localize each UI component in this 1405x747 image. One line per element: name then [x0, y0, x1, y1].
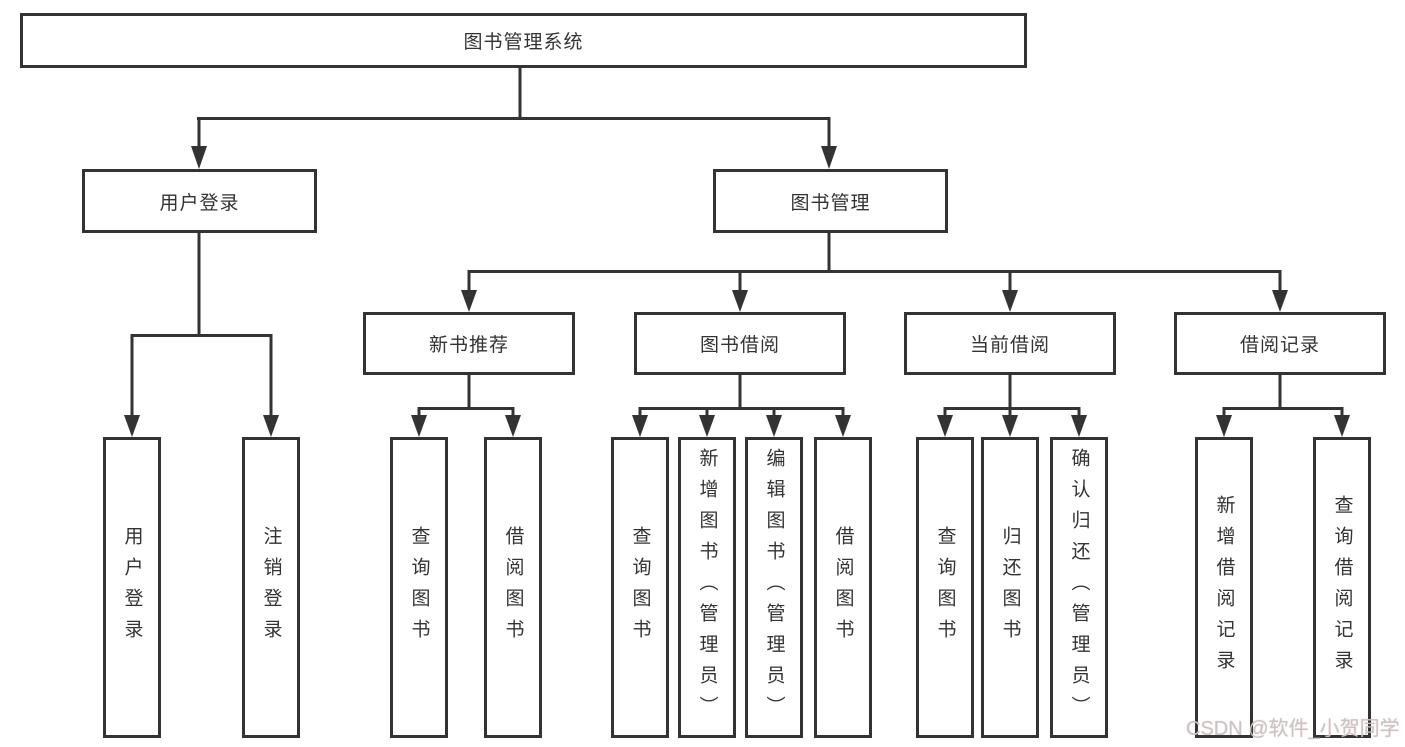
leaf-query-books-borrowing: 查询图书 [611, 437, 669, 738]
leaf-logout: 注销登录 [242, 437, 300, 738]
leaf-query-books-current: 查询图书 [916, 437, 974, 738]
node-root-label: 图书管理系统 [463, 32, 584, 53]
leaf-query-books-recommend: 查询图书 [390, 437, 448, 738]
leaf-user-login: 用户登录 [103, 437, 161, 738]
leaf-borrow-books-borrowing: 借阅图书 [814, 437, 872, 738]
csdn-watermark: CSDN @软件_小贺同学 [1186, 718, 1400, 740]
node-borrowing-records: 借阅记录 [1174, 312, 1386, 375]
leaf-add-books-admin: 新增图书（管理员） [678, 437, 736, 738]
leaf-borrow-books-recommend-label: 借阅图书 [502, 525, 524, 650]
node-book-borrowing: 图书借阅 [634, 312, 846, 375]
leaf-return-books: 归还图书 [981, 437, 1039, 738]
leaf-query-borrow-record-label: 查询借阅记录 [1331, 494, 1353, 681]
leaf-logout-label: 注销登录 [260, 525, 282, 650]
node-book-management-label: 图书管理 [790, 192, 871, 214]
leaf-add-borrow-record: 新增借阅记录 [1195, 437, 1253, 738]
node-new-book-recommend: 新书推荐 [363, 312, 575, 375]
leaf-edit-books-admin: 编辑图书（管理员） [745, 437, 803, 738]
node-book-borrowing-label: 图书借阅 [699, 335, 780, 356]
node-user-login-label: 用户登录 [159, 192, 240, 214]
leaf-confirm-return-admin: 确认归还（管理员） [1050, 437, 1108, 738]
leaf-query-books-recommend-label: 查询图书 [408, 525, 430, 650]
leaf-borrow-books-recommend: 借阅图书 [484, 437, 542, 738]
leaf-confirm-return-admin-label: 确认归还（管理员） [1068, 448, 1090, 727]
node-current-borrowing: 当前借阅 [904, 312, 1116, 375]
leaf-user-login-label: 用户登录 [121, 525, 143, 650]
leaf-add-borrow-record-label: 新增借阅记录 [1213, 494, 1235, 681]
node-new-book-recommend-label: 新书推荐 [428, 335, 509, 356]
leaf-add-books-admin-label: 新增图书（管理员） [696, 448, 718, 727]
leaf-query-books-borrowing-label: 查询图书 [629, 525, 651, 650]
leaf-query-borrow-record: 查询借阅记录 [1313, 437, 1371, 738]
leaf-borrow-books-borrowing-label: 借阅图书 [832, 525, 854, 650]
leaf-query-books-current-label: 查询图书 [934, 525, 956, 650]
node-current-borrowing-label: 当前借阅 [969, 335, 1050, 356]
node-root-system: 图书管理系统 [20, 13, 1027, 68]
arrowheads [124, 146, 1350, 437]
leaf-edit-books-admin-label: 编辑图书（管理员） [763, 448, 785, 727]
leaf-return-books-label: 归还图书 [999, 525, 1021, 650]
node-user-login: 用户登录 [82, 169, 317, 233]
node-borrowing-records-label: 借阅记录 [1239, 335, 1320, 356]
node-book-management: 图书管理 [713, 169, 948, 233]
